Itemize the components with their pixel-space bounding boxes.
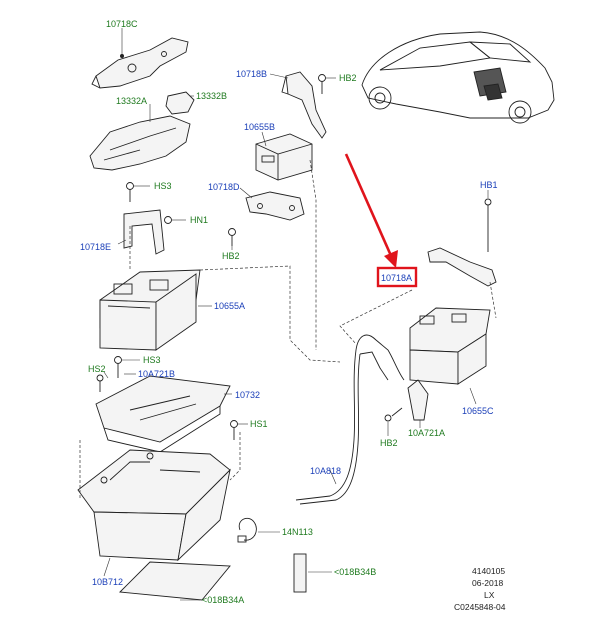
label-14N113: 14N113 bbox=[282, 527, 313, 537]
label-hb2-low: HB2 bbox=[380, 438, 398, 448]
part-10655A-battery bbox=[99, 269, 201, 351]
part-13332A bbox=[89, 115, 191, 171]
bolt-hb1 bbox=[484, 198, 492, 252]
label-hb1: HB1 bbox=[480, 180, 498, 190]
red-arrow-icon bbox=[344, 153, 398, 268]
label-10718A: 10718A bbox=[381, 273, 412, 283]
vehicle-icon bbox=[361, 31, 555, 124]
bolt-hb2-low bbox=[384, 407, 403, 422]
label-hn1: HN1 bbox=[190, 215, 208, 225]
label-13332A: 13332A bbox=[116, 96, 147, 106]
bolt-hb2-mid bbox=[228, 228, 236, 246]
bolt-hs1 bbox=[230, 420, 238, 440]
label-13332B: 13332B bbox=[196, 91, 227, 101]
assembly-dashed-lines bbox=[79, 159, 497, 500]
label-hb2-mid: HB2 bbox=[222, 251, 240, 261]
meta-line-3: LX bbox=[484, 590, 495, 600]
part-13332B bbox=[165, 91, 195, 115]
highlight-box bbox=[376, 266, 418, 288]
label-10B712: 10B712 bbox=[92, 577, 123, 587]
part-10655C-battery bbox=[409, 307, 491, 385]
label-10718C: 10718C bbox=[106, 19, 138, 29]
label-10A721B: 10A721B bbox=[138, 369, 175, 379]
bolt-hs3-a bbox=[126, 182, 134, 202]
part-10718A bbox=[427, 247, 497, 287]
label-hs3-a: HS3 bbox=[154, 181, 172, 191]
diagram-meta: 4140105 06-2018 LX C0245848-04 bbox=[454, 566, 506, 612]
meta-line-1: 4140105 bbox=[472, 566, 505, 576]
label-10655C: 10655C bbox=[462, 406, 494, 416]
part-10B712-box bbox=[77, 449, 231, 562]
part-10718D bbox=[245, 191, 305, 221]
part-10732-tray bbox=[95, 375, 231, 453]
bolt-hs2 bbox=[96, 374, 104, 392]
meta-line-2: 06-2018 bbox=[472, 578, 503, 588]
part-10A818-harness bbox=[295, 334, 405, 505]
label-10718D: 10718D bbox=[208, 182, 240, 192]
part-10718E bbox=[123, 209, 165, 255]
label-10718B: 10718B bbox=[236, 69, 267, 79]
part-018B34B-pad bbox=[293, 553, 307, 593]
label-hs1: HS1 bbox=[250, 419, 268, 429]
label-hs3-b: HS3 bbox=[143, 355, 161, 365]
meta-line-4: C0245848-04 bbox=[454, 602, 506, 612]
part-018B34A-pad bbox=[119, 561, 231, 601]
label-018B34A: <018B34A bbox=[202, 595, 244, 605]
label-10655B: 10655B bbox=[244, 122, 275, 132]
label-10732: 10732 bbox=[235, 390, 260, 400]
label-hb2-top: HB2 bbox=[339, 73, 357, 83]
label-10718E: 10718E bbox=[80, 242, 111, 252]
label-hs2: HS2 bbox=[88, 364, 106, 374]
part-10655B bbox=[255, 133, 313, 181]
part-10A721A bbox=[407, 379, 429, 421]
label-10A818: 10A818 bbox=[310, 466, 341, 476]
label-10655A: 10655A bbox=[214, 301, 245, 311]
label-018B34B: <018B34B bbox=[334, 567, 376, 577]
bolt-hb2-top bbox=[318, 74, 326, 94]
part-10718B bbox=[281, 71, 327, 139]
label-10A721A: 10A721A bbox=[408, 428, 445, 438]
part-14N113-clip bbox=[237, 517, 257, 543]
part-10718C bbox=[91, 37, 189, 89]
bolt-hs3-b bbox=[114, 356, 122, 378]
nut-hn1 bbox=[164, 216, 172, 224]
